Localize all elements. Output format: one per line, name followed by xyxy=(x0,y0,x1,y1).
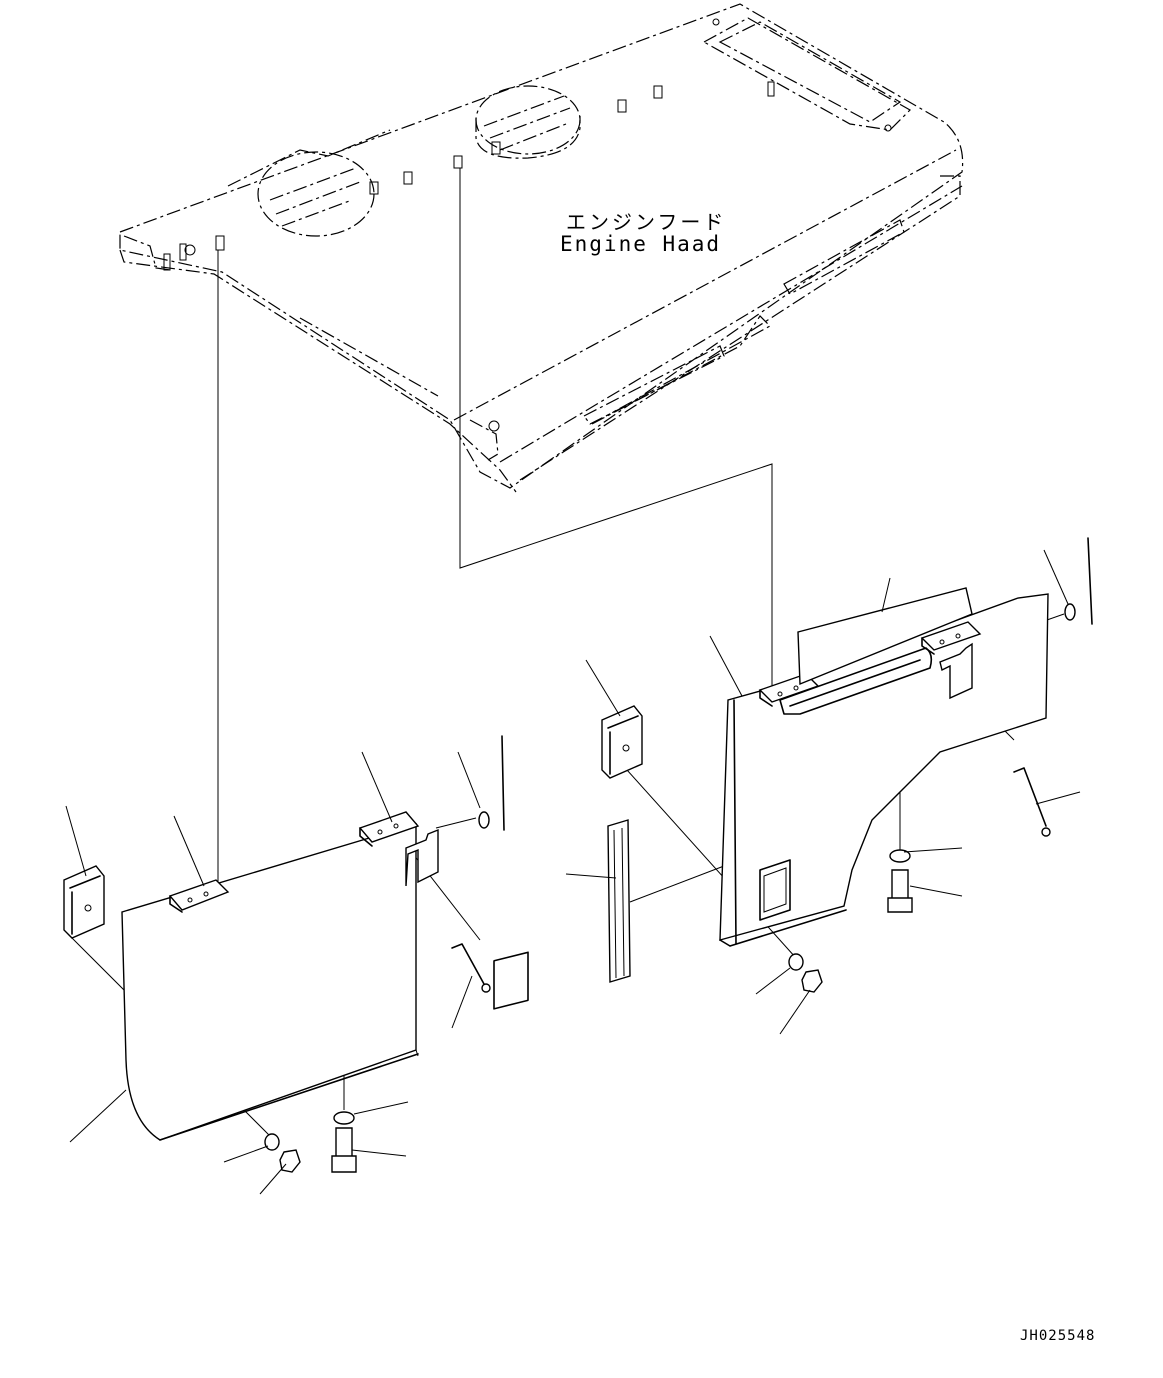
engine-hood-outline xyxy=(119,3,964,493)
right-door-fasteners xyxy=(788,537,1093,993)
left-door-fasteners xyxy=(264,735,505,1173)
right-door-hinge-right xyxy=(920,621,982,655)
hood-label-english: Engine Haad xyxy=(560,232,722,256)
right-door-rod xyxy=(1013,767,1051,837)
leader-lines xyxy=(65,549,1081,1195)
left-door-lock xyxy=(63,865,105,939)
left-side-door xyxy=(121,823,529,1141)
door-seal-strip xyxy=(607,819,631,983)
hood-label-japanese: エンジンフード xyxy=(566,210,727,234)
left-door-rod xyxy=(451,943,491,993)
right-door-panel-insert xyxy=(797,587,973,686)
left-door-hinge-left xyxy=(168,879,230,913)
right-door-latch-striker xyxy=(939,642,973,700)
left-door-latch-striker xyxy=(405,828,439,887)
left-door-hinge-right xyxy=(358,811,420,847)
drawing-id: JH025548 xyxy=(1020,1328,1096,1344)
right-door-lock xyxy=(601,705,643,779)
